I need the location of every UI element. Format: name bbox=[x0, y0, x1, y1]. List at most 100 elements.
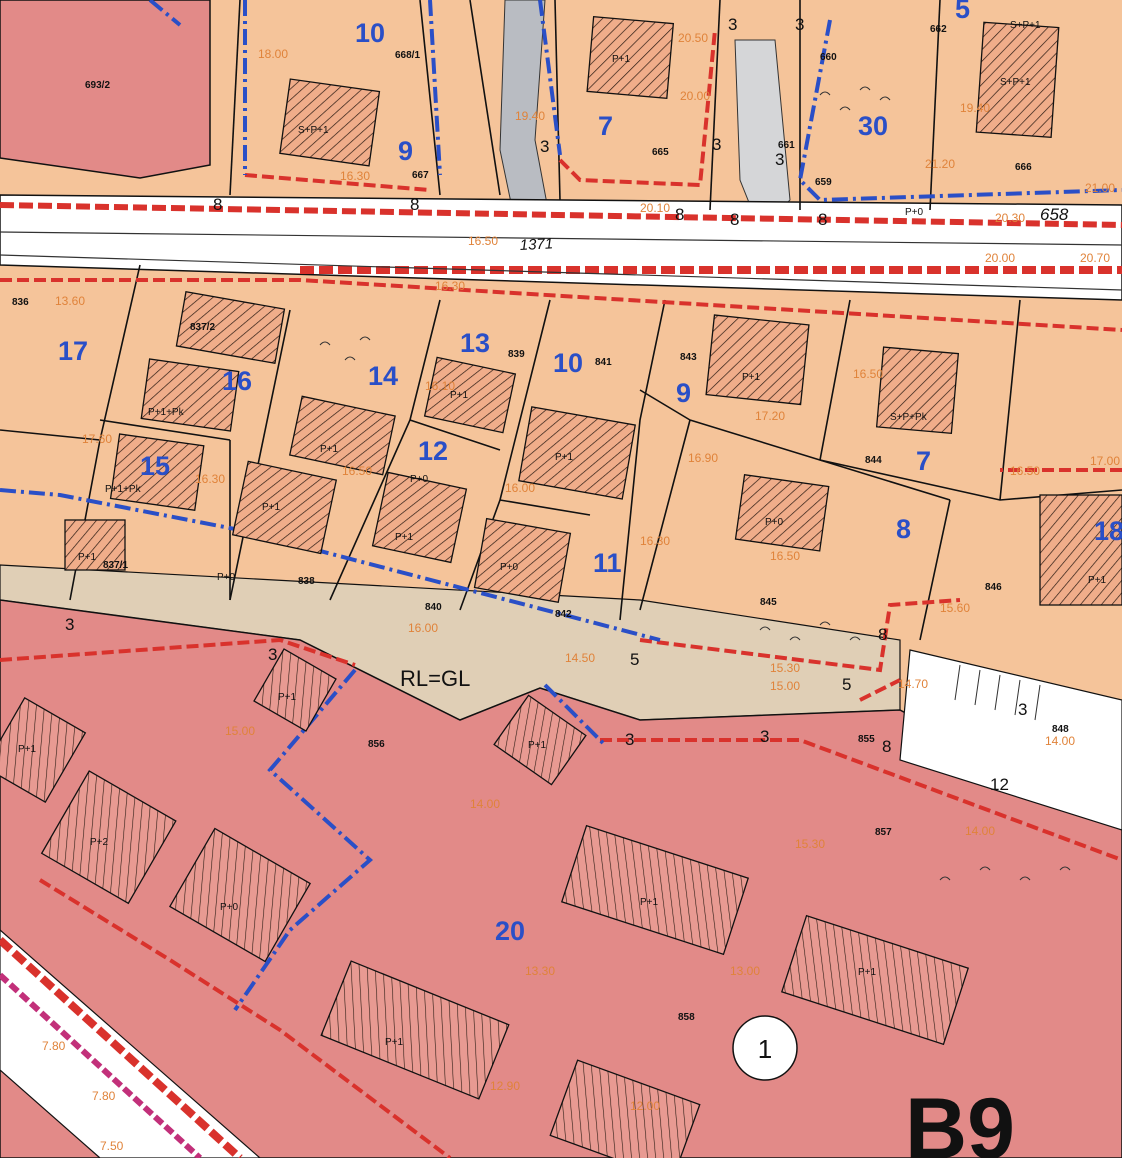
parcel-number: 841 bbox=[595, 357, 612, 368]
elevation-label: 16.30 bbox=[340, 169, 370, 183]
building-label: P+1 bbox=[742, 372, 761, 383]
elevation-label: 7.80 bbox=[42, 1039, 66, 1053]
building-label: P+0 bbox=[905, 207, 924, 218]
parcel-number: 843 bbox=[680, 352, 697, 363]
setback-number: 8 bbox=[675, 205, 684, 224]
setback-number: 5 bbox=[842, 675, 851, 694]
elevation-label: 14.50 bbox=[565, 651, 595, 665]
building-label: P+1 bbox=[262, 502, 281, 513]
zone-number: 7 bbox=[598, 111, 613, 141]
building-label: S+P+1 bbox=[1000, 77, 1031, 88]
zone-number: 13 bbox=[460, 328, 490, 358]
parcel-number: 848 bbox=[1052, 724, 1069, 735]
setback-number: 3 bbox=[775, 150, 784, 169]
parcel-number: 693/2 bbox=[85, 80, 110, 91]
setback-number: 5 bbox=[630, 650, 639, 669]
parcel-number: 661 bbox=[778, 140, 795, 151]
elevation-label: 16.50 bbox=[468, 234, 498, 248]
parcel-number: 666 bbox=[1015, 162, 1032, 173]
elevation-label: 20.00 bbox=[985, 251, 1015, 265]
lower-left-magenta-line bbox=[0, 972, 203, 1158]
elevation-label: 16.50 bbox=[853, 367, 883, 381]
zone-code-b9: B9 bbox=[905, 1081, 1015, 1158]
building-label: P+1 bbox=[555, 452, 574, 463]
setback-number: 3 bbox=[760, 727, 769, 746]
elevation-label: 20.00 bbox=[680, 89, 710, 103]
parcel-number: 668/1 bbox=[395, 50, 420, 61]
elevation-label: 15.00 bbox=[770, 679, 800, 693]
elevation-labels: 18.00 19.40 16.30 20.50 20.00 20.10 19.4… bbox=[42, 31, 1120, 1153]
parcel-number: 838 bbox=[298, 576, 315, 587]
elevation-label: 16.90 bbox=[688, 451, 718, 465]
parcel-number: 837/1 bbox=[103, 560, 128, 571]
setback-number: 3 bbox=[625, 730, 634, 749]
lower-left-road bbox=[0, 929, 261, 1158]
setback-number: 3 bbox=[268, 645, 277, 664]
elevation-label: 16.30 bbox=[435, 279, 465, 293]
elevation-label: 20.10 bbox=[640, 201, 670, 215]
parcel-number: 840 bbox=[425, 602, 442, 613]
elevation-label: 14.00 bbox=[965, 824, 995, 838]
setback-number: 8 bbox=[878, 625, 887, 644]
elevation-label: 13.60 bbox=[55, 294, 85, 308]
building-label: P+1 bbox=[858, 967, 877, 978]
zone-number: 7 bbox=[916, 446, 931, 476]
elevation-label: 14.70 bbox=[898, 677, 928, 691]
setback-number: 3 bbox=[1018, 700, 1027, 719]
circle-marker-label: 1 bbox=[758, 1034, 772, 1064]
parcel-number: 856 bbox=[368, 739, 385, 750]
zone-number: 30 bbox=[858, 111, 888, 141]
building-label: P+0 bbox=[765, 517, 784, 528]
elevation-label: 13.00 bbox=[730, 964, 760, 978]
elevation-label: 20.70 bbox=[1080, 251, 1110, 265]
setback-numbers: 8 8 3 3 8 3 3 8 8 3 3 3 3 5 5 8 8 12 3 3 bbox=[65, 15, 1027, 794]
building-label: P+1+Pk bbox=[148, 407, 185, 418]
setback-number: 3 bbox=[795, 15, 804, 34]
circle-marker bbox=[732, 1015, 798, 1081]
zone-number: 18 bbox=[1094, 516, 1122, 546]
parcel-number: 844 bbox=[865, 455, 882, 466]
elevation-label: 16.00 bbox=[408, 621, 438, 635]
zone-number: 14 bbox=[368, 361, 398, 391]
parcel-number: 659 bbox=[815, 177, 832, 188]
road-parcel-label: 1371 bbox=[519, 235, 553, 254]
zone-numbers: 10 9 7 30 17 16 14 13 10 9 7 15 12 11 8 … bbox=[58, 0, 1122, 946]
building-label: P+1 bbox=[450, 390, 469, 401]
parcel-number: 662 bbox=[930, 24, 947, 35]
parcel-number: 665 bbox=[652, 147, 669, 158]
elevation-label: 15.60 bbox=[940, 601, 970, 615]
building-label: P+1 bbox=[612, 54, 631, 65]
zone-number: 20 bbox=[495, 916, 525, 946]
elevation-label: 15.30 bbox=[770, 661, 800, 675]
elevation-label: 16.30 bbox=[640, 534, 670, 548]
zone-number: 8 bbox=[896, 514, 911, 544]
building-label: S+P+1 bbox=[298, 125, 329, 136]
elevation-label: 18.00 bbox=[258, 47, 288, 61]
building-label: P+1 bbox=[1088, 575, 1107, 586]
building-label: P+1 bbox=[528, 740, 547, 751]
building-label: P+1 bbox=[320, 444, 339, 455]
special-zone-parcel-693-2 bbox=[0, 0, 211, 179]
elevation-label: 15.30 bbox=[795, 837, 825, 851]
building-label: P+1 bbox=[640, 897, 659, 908]
building-label: P+1 bbox=[395, 532, 414, 543]
building-label: P+1 bbox=[78, 552, 97, 563]
zone-number: 10 bbox=[355, 18, 385, 48]
zone-number: 5 bbox=[955, 0, 970, 24]
parcel-number: 845 bbox=[760, 597, 777, 608]
rl-gl-label: RL=GL bbox=[400, 666, 470, 691]
building-label: S+P+Pk bbox=[890, 412, 928, 423]
zone-number: 10 bbox=[553, 348, 583, 378]
parcel-boundaries bbox=[0, 0, 1122, 641]
road-red-line-top bbox=[0, 202, 1122, 228]
zone-number: 11 bbox=[593, 548, 622, 578]
parcel-number: 836 bbox=[12, 297, 29, 308]
zone-number: 9 bbox=[676, 378, 691, 408]
elevation-label: 7.50 bbox=[100, 1139, 124, 1153]
building-label: P+0 bbox=[500, 562, 519, 573]
zone-number: 12 bbox=[418, 436, 448, 466]
parcel-number: 660 bbox=[820, 52, 837, 63]
elevation-label: 16.10 bbox=[425, 379, 455, 393]
setback-number: 3 bbox=[728, 15, 737, 34]
